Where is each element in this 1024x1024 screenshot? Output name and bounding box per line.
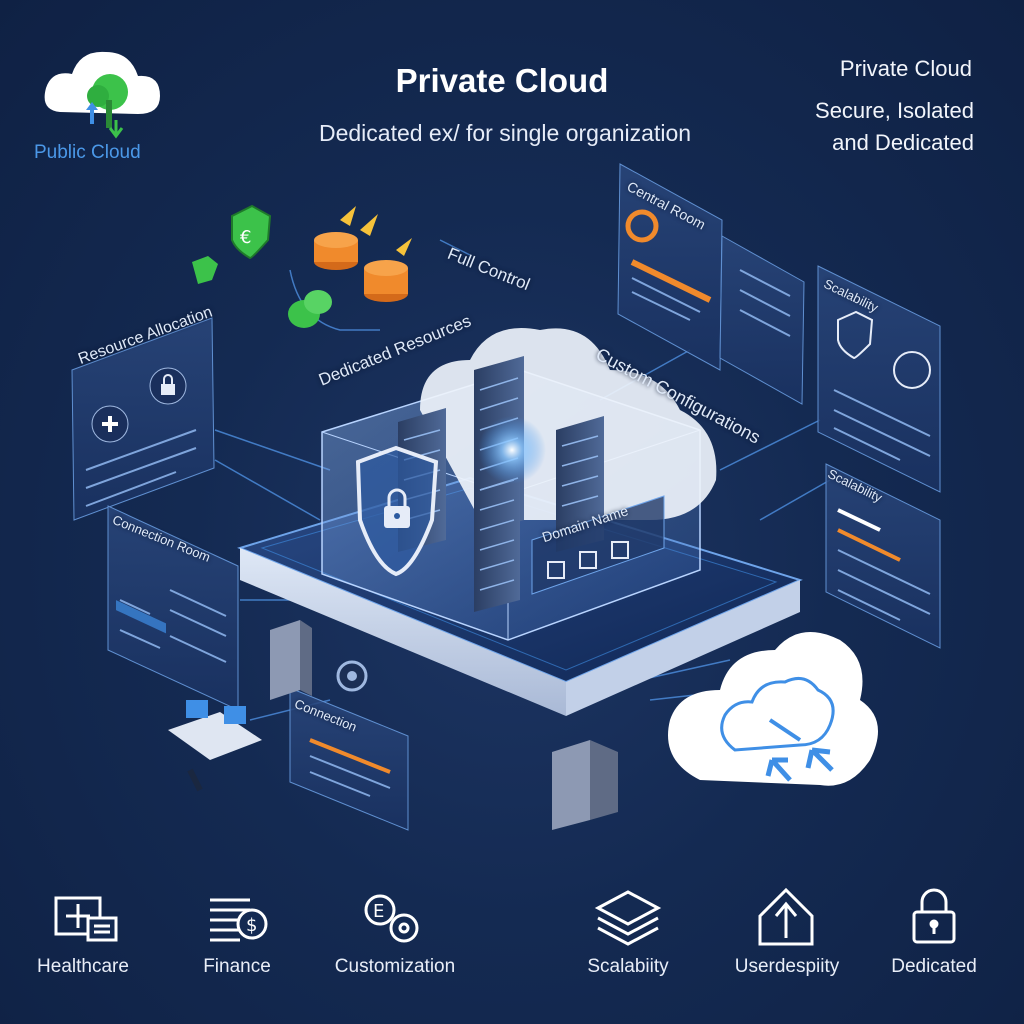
panel-connection-room: [107, 505, 239, 711]
upload-cloud-icon: [668, 632, 878, 786]
public-cloud-logo: [44, 51, 160, 139]
domain-name-tag: [531, 495, 665, 595]
small-server-stacks: [270, 620, 618, 830]
feature-label-healthcare: Healthcare: [37, 956, 129, 977]
panel-central-room: [617, 163, 805, 405]
padlock-icon: [912, 888, 956, 944]
top-right-heading: Private Cloud: [839, 56, 972, 81]
shield-lock-icon: [355, 445, 439, 577]
panel-resource-allocation: [71, 317, 215, 521]
medical-monitor-icon: [54, 896, 118, 942]
top-right-line2: Secure, Isolated: [815, 98, 974, 123]
panel-scalability-top: [817, 265, 941, 493]
svg-text:€: €: [240, 227, 251, 248]
stacked-layers-icon: [594, 890, 662, 946]
panel-connection-bottom: [289, 687, 409, 831]
connection-lines: [214, 239, 831, 721]
page-subtitle: Dedicated ex/ for single organization: [318, 120, 692, 146]
currency-gear-icon: E: [364, 894, 419, 943]
feature-label-userdespiity: Userdespiity: [734, 956, 840, 977]
page-title: Private Cloud: [395, 62, 609, 99]
top-right-line3: and Dedicated: [832, 130, 974, 155]
gear-connector-icon: [336, 660, 368, 692]
svg-text:$: $: [246, 915, 257, 936]
feature-label-finance: Finance: [203, 956, 271, 977]
money-stack-icon: $: [210, 898, 268, 942]
upload-house-icon: [758, 887, 814, 946]
feature-label-customization: Customization: [334, 956, 456, 977]
workstation-desk: [168, 700, 262, 792]
feature-label-scalability: Scalabiity: [587, 956, 669, 977]
feature-label-dedicated: Dedicated: [891, 956, 977, 977]
svg-text:E: E: [373, 901, 384, 922]
top-right-description: Secure, Isolated and Dedicated: [774, 95, 974, 159]
panel-scalability-mid: [825, 463, 941, 649]
public-cloud-label: Public Cloud: [34, 142, 141, 163]
finance-cluster: €: [192, 204, 412, 328]
